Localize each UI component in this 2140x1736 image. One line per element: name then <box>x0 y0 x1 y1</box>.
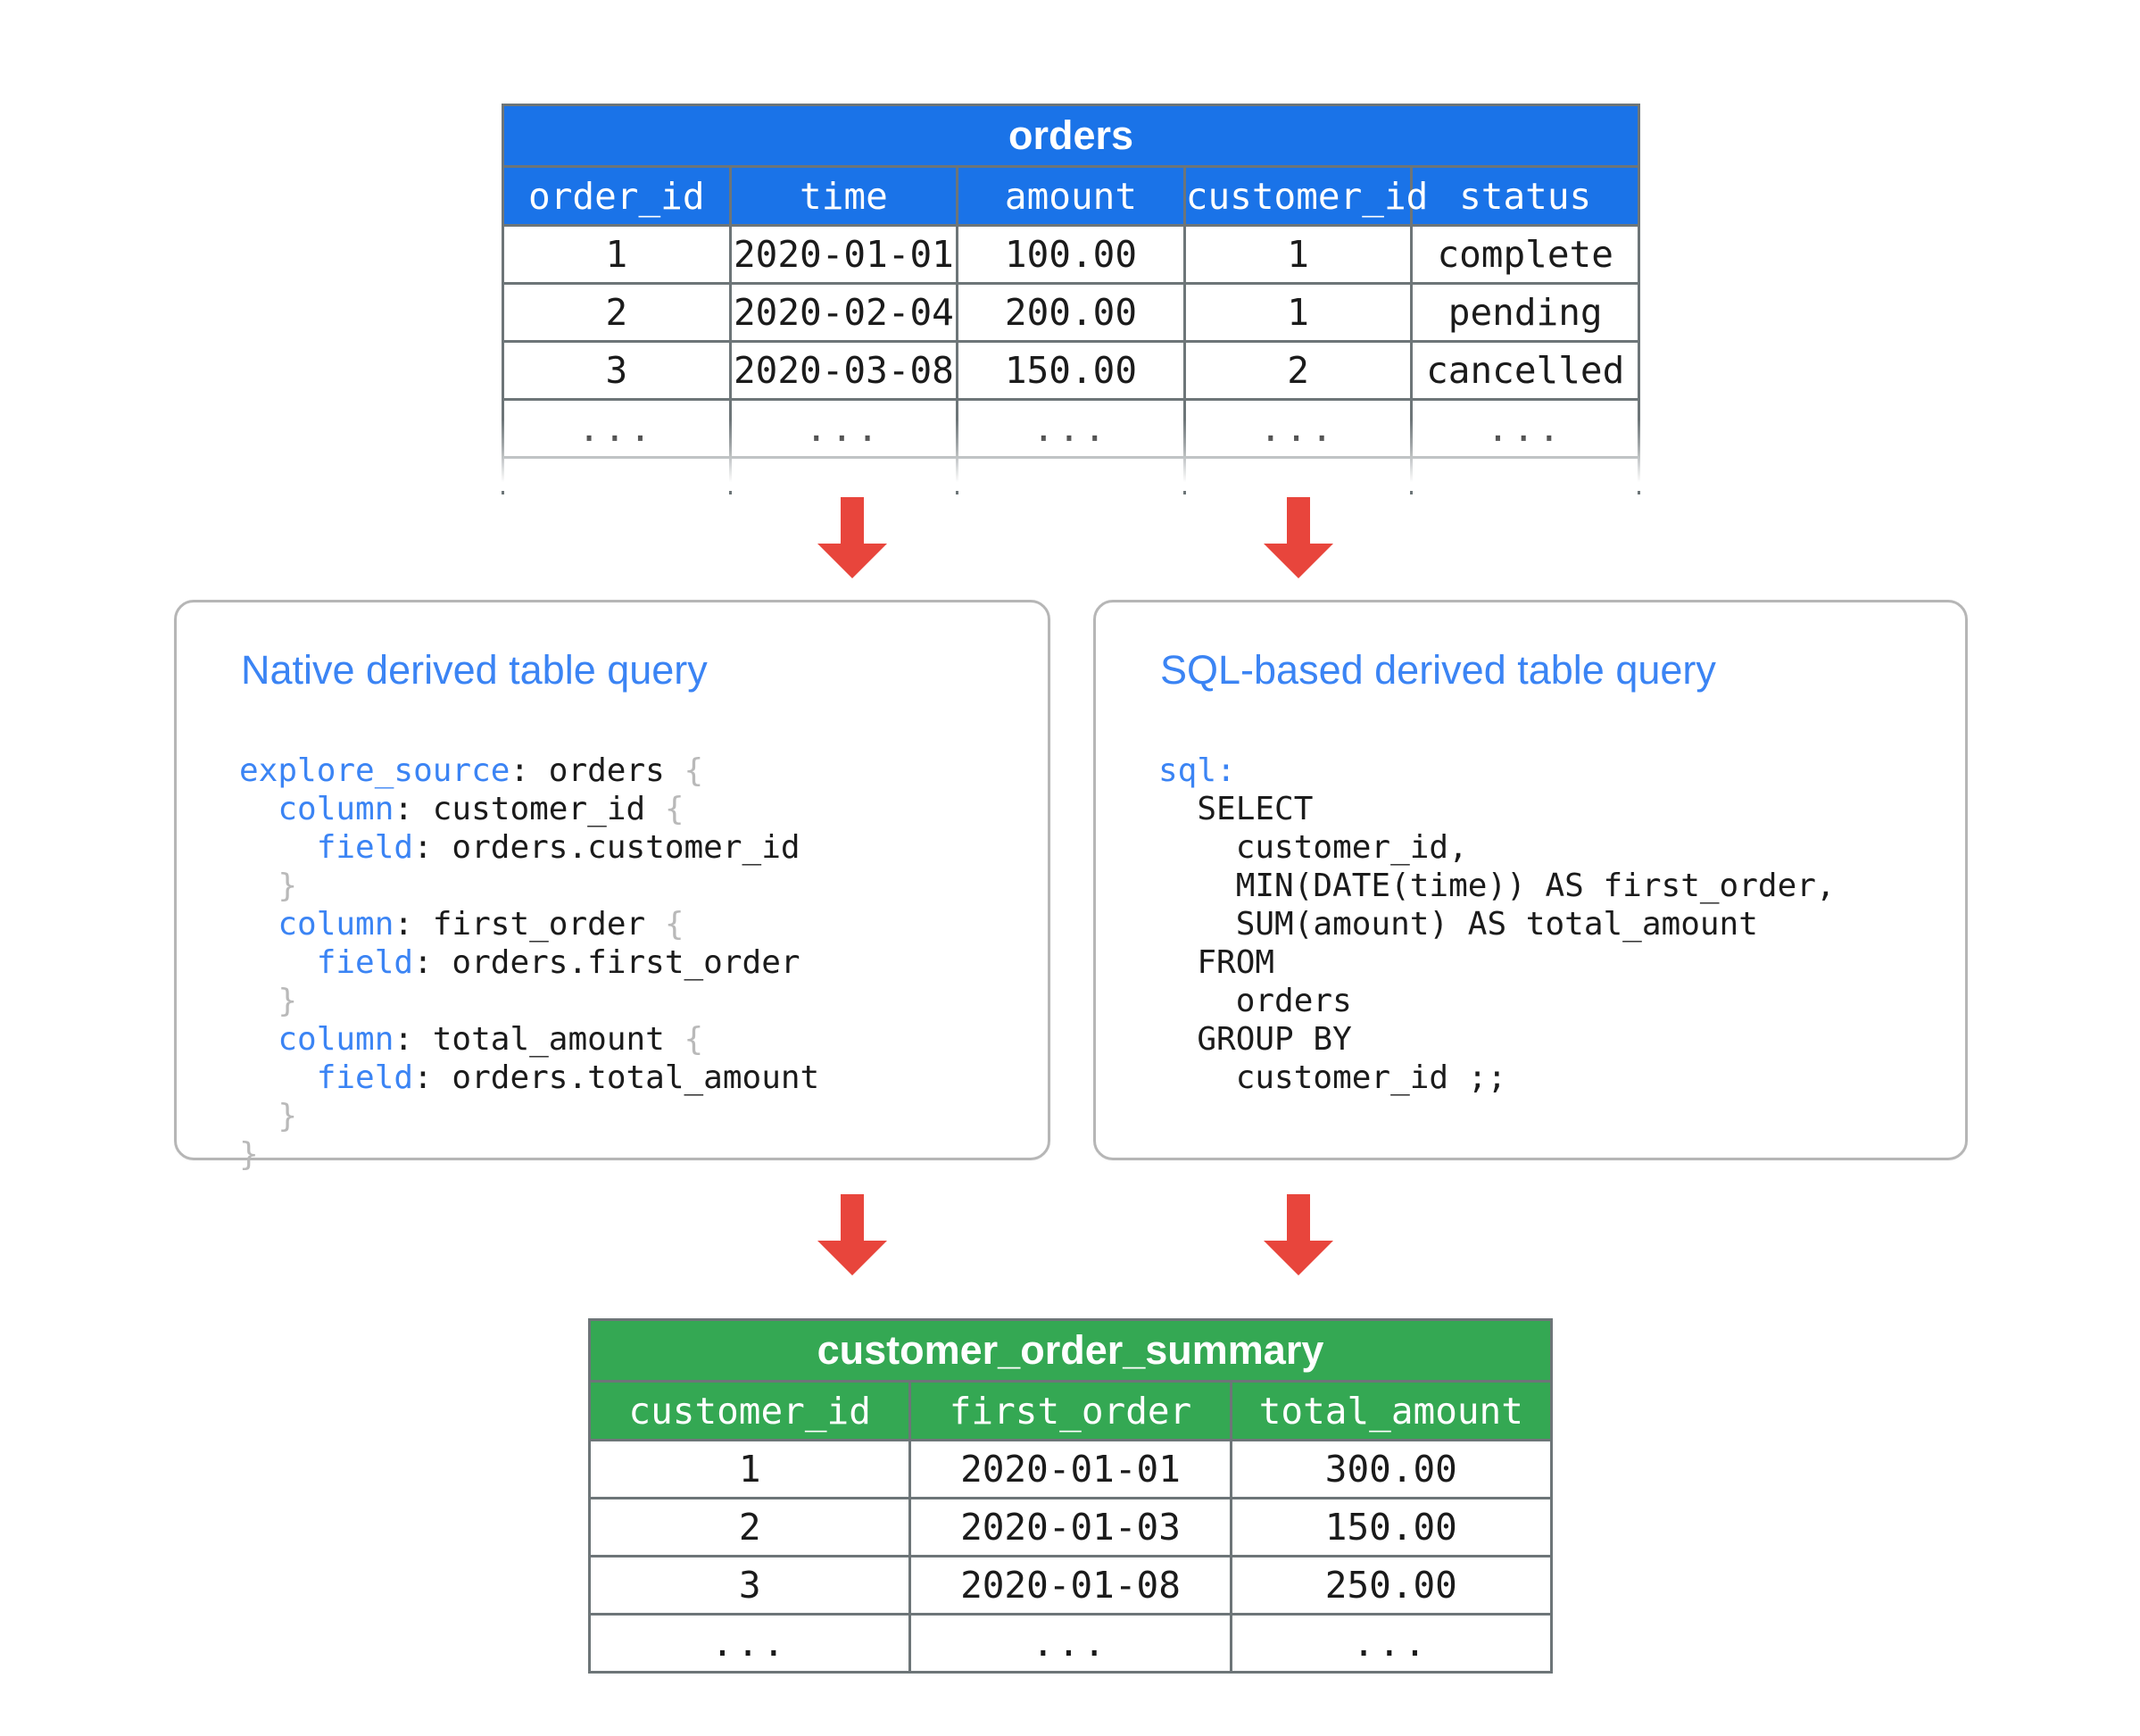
orders-truncated-cell <box>956 456 1186 494</box>
orders-cell-status: cancelled <box>1410 340 1640 401</box>
summary-table-header-row: customer_id first_order total_amount <box>587 1380 1554 1441</box>
native-card-title: Native derived table query <box>241 647 708 693</box>
orders-cell-time: 2020-03-08 <box>728 340 959 401</box>
summary-table-title-row: customer_order_summary <box>588 1318 1553 1383</box>
orders-col-header-order-id: order_id <box>502 165 732 227</box>
orders-cell-ellipsis: ... <box>502 398 732 459</box>
orders-cell-status: pending <box>1410 282 1640 343</box>
orders-col-header-time: time <box>728 165 959 227</box>
summary-col-header-total-amount: total_amount <box>1229 1380 1554 1441</box>
native-derived-table-card: Native derived table query explore_sourc… <box>174 600 1050 1173</box>
summary-cell-customer-id: 3 <box>587 1555 912 1616</box>
arrow-orders-to-sql-icon <box>1264 497 1333 578</box>
summary-cell-total-amount: 300.00 <box>1229 1439 1554 1499</box>
sql-code-block: sql: SELECT customer_id, MIN(DATE(time))… <box>1158 752 1836 1096</box>
orders-col-header-status: status <box>1410 165 1640 227</box>
orders-col-header-amount: amount <box>956 165 1186 227</box>
arrow-native-to-summary-icon <box>817 1194 887 1275</box>
table-row: 2 2020-01-03 150.00 <box>587 1497 1554 1557</box>
summary-cell-first-order: 2020-01-03 <box>908 1497 1232 1557</box>
orders-cell-ellipsis: ... <box>1182 398 1414 459</box>
orders-cell-amount: 150.00 <box>956 340 1186 401</box>
orders-cell-ellipsis: ... <box>1410 398 1640 459</box>
table-row-ellipsis: ... ... ... <box>587 1613 1554 1674</box>
table-row: 1 2020-01-01 300.00 <box>587 1439 1554 1499</box>
orders-cell-customer-id: 2 <box>1182 340 1414 401</box>
table-row: 2 2020-02-04 200.00 1 pending <box>502 282 1640 343</box>
orders-cell-ellipsis: ... <box>728 398 959 459</box>
orders-cell-time: 2020-01-01 <box>728 224 959 285</box>
arrow-orders-to-native-icon <box>817 497 887 578</box>
orders-table-title-row: orders <box>502 104 1640 168</box>
orders-cell-time: 2020-02-04 <box>728 282 959 343</box>
orders-cell-ellipsis: ... <box>956 398 1186 459</box>
orders-cell-amount: 200.00 <box>956 282 1186 343</box>
orders-table-header-row: order_id time amount customer_id status <box>502 165 1640 227</box>
orders-cell-order-id: 3 <box>502 340 732 401</box>
table-row-ellipsis: ... ... ... ... ... <box>502 398 1640 459</box>
orders-truncated-cell <box>502 456 732 494</box>
table-row: 1 2020-01-01 100.00 1 complete <box>502 224 1640 285</box>
arrow-sql-to-summary-icon <box>1264 1194 1333 1275</box>
native-code-block: explore_source: orders { column: custome… <box>239 752 820 1173</box>
orders-cell-amount: 100.00 <box>956 224 1186 285</box>
summary-cell-ellipsis: ... <box>587 1613 912 1674</box>
summary-cell-first-order: 2020-01-08 <box>908 1555 1232 1616</box>
summary-cell-first-order: 2020-01-01 <box>908 1439 1232 1499</box>
orders-truncated-cell <box>1410 456 1640 494</box>
summary-col-header-first-order: first_order <box>908 1380 1232 1441</box>
summary-col-header-customer-id: customer_id <box>587 1380 912 1441</box>
summary-cell-total-amount: 150.00 <box>1229 1497 1554 1557</box>
orders-truncated-cell <box>1182 456 1414 494</box>
customer-order-summary-table: customer_order_summary customer_id first… <box>587 1318 1554 1674</box>
orders-table: orders order_id time amount customer_id … <box>502 104 1640 494</box>
summary-cell-total-amount: 250.00 <box>1229 1555 1554 1616</box>
summary-cell-ellipsis: ... <box>908 1613 1232 1674</box>
summary-table-title: customer_order_summary <box>588 1318 1553 1383</box>
table-row: 3 2020-01-08 250.00 <box>587 1555 1554 1616</box>
orders-cell-order-id: 1 <box>502 224 732 285</box>
orders-cell-customer-id: 1 <box>1182 224 1414 285</box>
orders-cell-order-id: 2 <box>502 282 732 343</box>
orders-cell-status: complete <box>1410 224 1640 285</box>
summary-cell-ellipsis: ... <box>1229 1613 1554 1674</box>
summary-cell-customer-id: 2 <box>587 1497 912 1557</box>
orders-col-header-customer-id: customer_id <box>1182 165 1428 227</box>
orders-truncated-cell <box>728 456 959 494</box>
summary-cell-customer-id: 1 <box>587 1439 912 1499</box>
sql-card-title: SQL-based derived table query <box>1160 647 1716 693</box>
sql-derived-table-card: SQL-based derived table query sql: SELEC… <box>1093 600 1968 1160</box>
orders-table-title: orders <box>502 104 1640 168</box>
orders-cell-customer-id: 1 <box>1182 282 1414 343</box>
table-row: 3 2020-03-08 150.00 2 cancelled <box>502 340 1640 401</box>
orders-table-truncated-row <box>502 456 1640 494</box>
